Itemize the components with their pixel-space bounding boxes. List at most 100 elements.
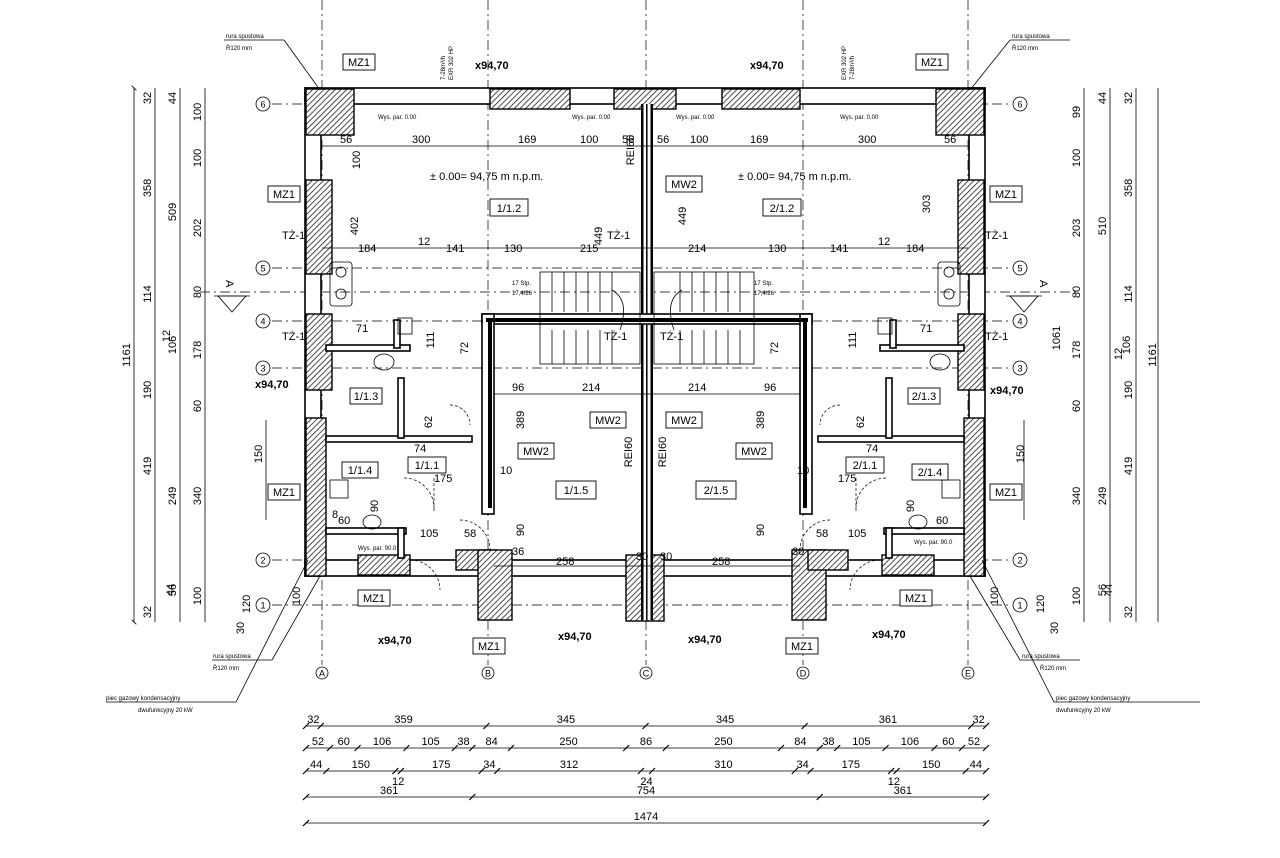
window-notes: Wys. par. 0.00 Wys. par. 0.00 Wys. par. … (358, 46, 953, 552)
svg-text:12: 12 (418, 236, 430, 248)
tag-rei60-right: REI60 (657, 437, 669, 468)
dim-value: 175 (432, 759, 450, 771)
svg-text:111: 111 (847, 332, 859, 349)
dim-value: 150 (922, 759, 940, 771)
svg-text:MZ1: MZ1 (363, 593, 385, 605)
svg-text:214: 214 (688, 382, 706, 394)
dim-tick (507, 744, 515, 752)
dim-value: 312 (560, 759, 578, 771)
svg-text:62: 62 (423, 416, 435, 428)
svg-text:203: 203 (1071, 219, 1083, 237)
dim-tick (982, 793, 990, 801)
svg-text:3: 3 (260, 364, 265, 374)
dim-value: 84 (794, 736, 806, 748)
interior-walls (325, 104, 965, 620)
dim-value: 60 (942, 736, 954, 748)
dim-tick (326, 744, 334, 752)
svg-text:60: 60 (338, 515, 350, 527)
tag-mz1-bay-left: MZ1 (472, 637, 506, 655)
svg-text:1161: 1161 (1147, 343, 1159, 367)
stairs-right: 17 Stp. 17,4/26 (653, 271, 775, 365)
room-labels: 1/1.2 2/1.2 1/1.3 2/1.3 1/1.4 2/1.4 1/1.… (341, 198, 949, 500)
dim-tick (403, 744, 410, 752)
svg-text:E: E (965, 669, 971, 679)
svg-text:12: 12 (161, 330, 173, 342)
svg-text:56: 56 (944, 134, 956, 146)
svg-text:100: 100 (192, 103, 204, 121)
svg-text:Wys. par. 0.00: Wys. par. 0.00 (840, 115, 879, 121)
tag-mw2-hall-left: MW2 (589, 411, 627, 429)
svg-text:32: 32 (1123, 606, 1135, 618)
tag-mz1-right: MZ1 (989, 185, 1023, 203)
svg-text:90: 90 (755, 524, 767, 536)
svg-text:190: 190 (142, 381, 154, 399)
svg-text:2/1.3: 2/1.3 (912, 391, 936, 403)
svg-text:105: 105 (848, 528, 866, 540)
dim-tick (982, 819, 990, 827)
tag-mz1-right-low: MZ1 (989, 483, 1023, 501)
svg-text:56: 56 (1097, 584, 1109, 596)
dim-value: 24 (640, 776, 652, 788)
dim-value: 52 (968, 736, 980, 748)
svg-text:1/1.4: 1/1.4 (348, 465, 372, 477)
svg-text:56: 56 (657, 134, 669, 146)
svg-text:58: 58 (464, 528, 476, 540)
svg-text:100: 100 (580, 134, 598, 146)
dim-value: 60 (338, 736, 350, 748)
svg-text:A: A (319, 669, 325, 679)
svg-text:piec gazowy kondensacyjny: piec gazowy kondensacyjny (1056, 696, 1130, 702)
svg-text:130: 130 (504, 243, 522, 255)
tag-tz1-mid-2: TŻ-1 (604, 330, 627, 343)
svg-text:175: 175 (838, 473, 856, 485)
svg-text:202: 202 (192, 219, 204, 237)
svg-text:2: 2 (1017, 556, 1022, 566)
svg-text:1: 1 (1017, 601, 1022, 611)
dim-tick (302, 793, 310, 801)
svg-text:8: 8 (332, 509, 338, 521)
svg-text:72: 72 (459, 342, 471, 354)
svg-text:10: 10 (500, 465, 512, 477)
dim-tick (777, 744, 785, 752)
dim-value: 52 (312, 736, 324, 748)
callouts: rura spustowa R̄120 mm rura spustowa R̄1… (106, 34, 1200, 714)
tag-mw2-right: MW2 (735, 442, 773, 460)
room-1-1: 1/1.1 (407, 456, 447, 474)
svg-text:12: 12 (878, 236, 890, 248)
svg-text:111: 111 (425, 332, 437, 349)
svg-text:7-28m³/h: 7-28m³/h (441, 56, 447, 80)
tag-tz1-right-1: TŻ-1 (985, 229, 1008, 242)
zero-level-right: ± 0.00= 94,75 m n.p.m. (738, 171, 851, 183)
svg-text:169: 169 (750, 134, 768, 146)
svg-text:80: 80 (192, 286, 204, 298)
dim-tick (397, 767, 405, 775)
svg-text:rura spustowa: rura spustowa (1022, 654, 1060, 660)
dim-tick (662, 744, 670, 752)
svg-text:30: 30 (636, 551, 648, 563)
svg-text:R̄120 mm: R̄120 mm (213, 665, 239, 672)
dim-tick (302, 819, 310, 827)
dim-tick (354, 744, 362, 752)
svg-text:150: 150 (1015, 445, 1027, 463)
svg-text:340: 340 (1071, 487, 1083, 505)
dim-value: 250 (559, 736, 577, 748)
svg-text:1: 1 (260, 601, 265, 611)
svg-text:44: 44 (1103, 584, 1115, 596)
svg-text:175: 175 (434, 473, 452, 485)
svg-text:130: 130 (768, 243, 786, 255)
svg-text:99: 99 (1071, 106, 1083, 118)
dim-value: 106 (373, 736, 391, 748)
svg-text:60: 60 (192, 400, 204, 412)
svg-text:60: 60 (1071, 400, 1083, 412)
svg-text:100: 100 (192, 149, 204, 167)
svg-text:x94,70: x94,70 (872, 629, 906, 641)
svg-text:184: 184 (906, 243, 924, 255)
svg-text:96: 96 (512, 382, 524, 394)
column-axis-labels: A B C D E (315, 666, 975, 680)
svg-text:MZ1: MZ1 (995, 189, 1017, 201)
svg-text:419: 419 (142, 457, 154, 475)
tag-mw2-hall-right: MW2 (665, 411, 703, 429)
svg-text:1161: 1161 (121, 343, 133, 367)
svg-text:MZ1: MZ1 (348, 57, 370, 69)
